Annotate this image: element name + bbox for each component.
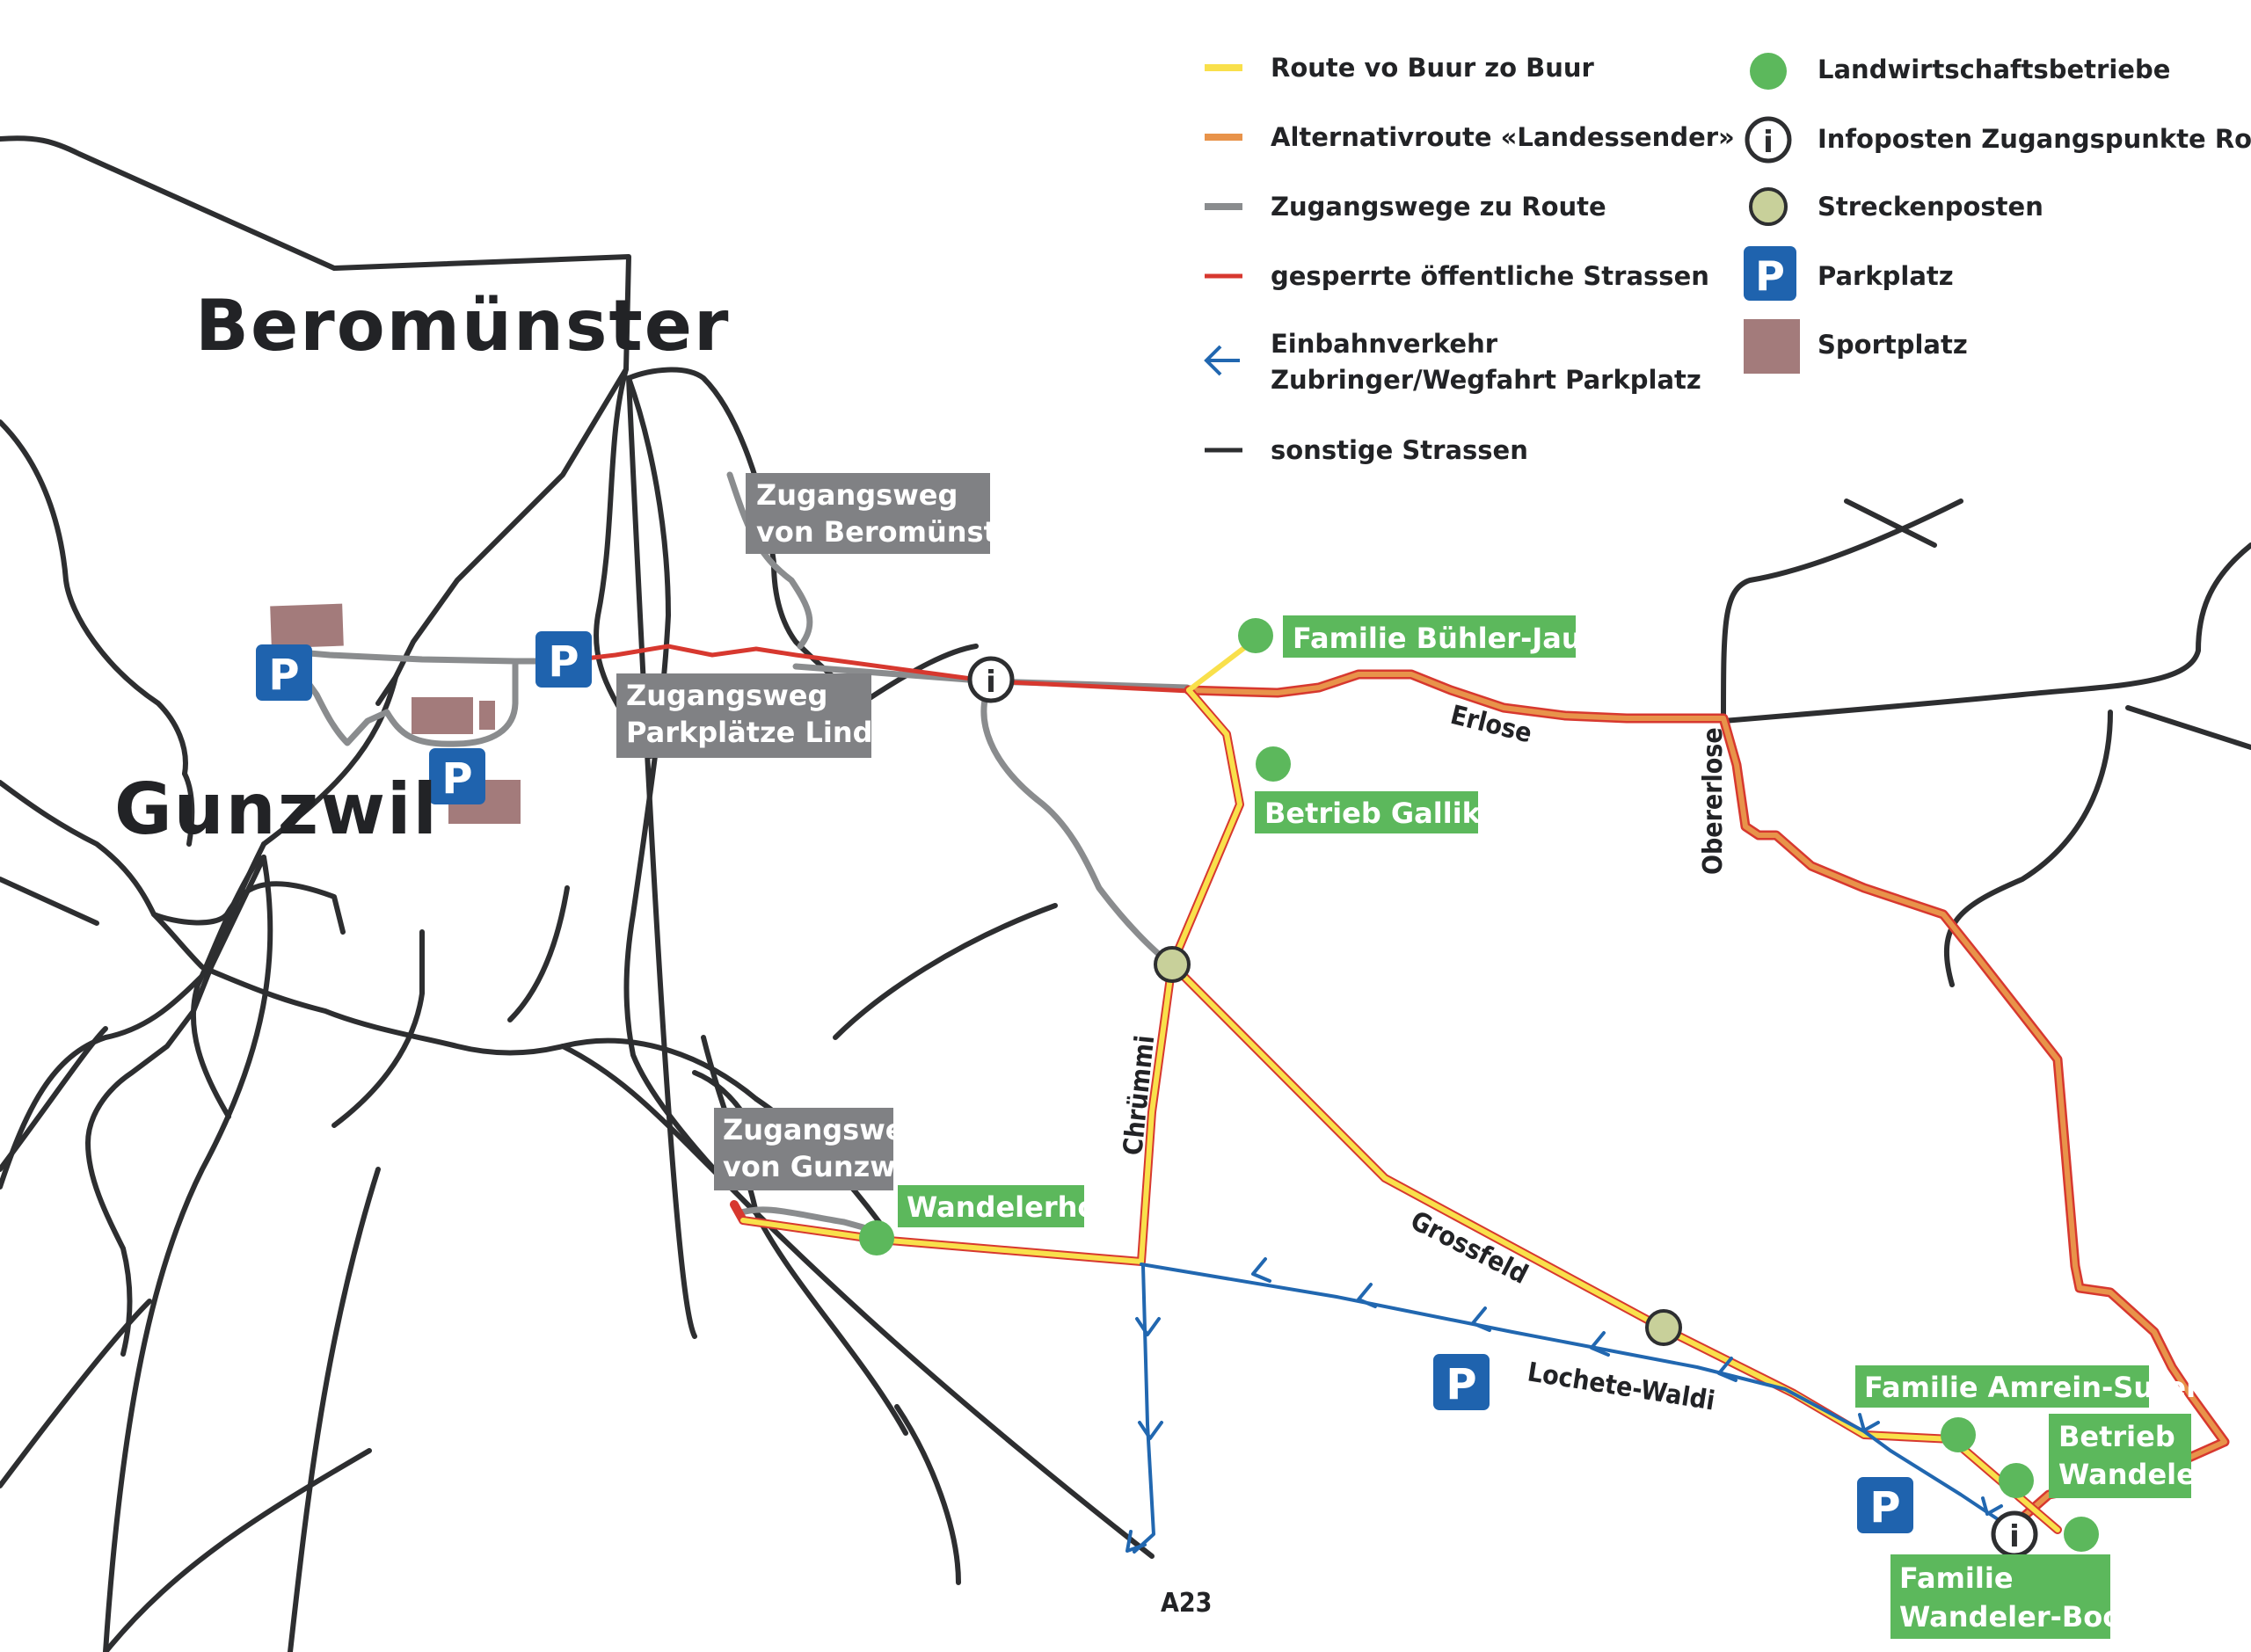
info-posts: i i (967, 656, 2038, 1558)
town-beromuenster: Beromünster (195, 285, 730, 367)
svg-text:Infoposten Zugangspunkte Route: Infoposten Zugangspunkte Route (1818, 124, 2251, 154)
alternative-route (1184, 669, 2230, 1531)
svg-text:Wandeler-Boog: Wandeler-Boog (1899, 1600, 2142, 1634)
svg-text:Wandelerhof: Wandelerhof (907, 1190, 1110, 1224)
farm-wandelerhof-marker (859, 1220, 894, 1255)
info-post-southeast: i (1991, 1510, 2038, 1558)
checkpoint-chruemmi (1154, 946, 1191, 983)
parking-sign-southeast: P (1857, 1477, 1913, 1533)
farm-galliker-marker (1256, 746, 1291, 782)
svg-text:P: P (548, 637, 579, 687)
farm-tag-wandeler-boog: Familie Wandeler-Boog (1890, 1554, 2142, 1639)
legend-item-sports: Sportplatz (1744, 319, 1968, 374)
town-gunzwil: Gunzwil (114, 768, 439, 850)
svg-text:gesperrte öffentliche Strassen: gesperrte öffentliche Strassen (1271, 261, 1709, 291)
parking-sign-gunzwil-south: P (429, 748, 485, 804)
road-label-obererlose: Obererlose (1698, 727, 1729, 875)
svg-text:Wandeler: Wandeler (2058, 1458, 2210, 1491)
parking-signs: P P P P P (256, 631, 1913, 1533)
sports-field-2 (412, 697, 473, 734)
farm-tag-galliker: Betrieb Galliker (1255, 791, 1513, 833)
access-tag-gunzwil: Zugangsweg von Gunzwil (714, 1108, 924, 1190)
svg-text:Familie Bühler-Jauch: Familie Bühler-Jauch (1293, 622, 1618, 655)
parking-icon: P (1755, 252, 1785, 300)
one-way-traffic (1126, 1257, 2003, 1554)
legend-item-other: sonstige Strassen (1205, 435, 1528, 465)
svg-text:Parkplatz: Parkplatz (1818, 261, 1954, 291)
sports-field-1 (270, 603, 344, 649)
legend-item-access: Zugangswege zu Route (1205, 192, 1606, 222)
farm-markers (859, 618, 2099, 1552)
legend-item-alt-route: Alternativroute «Landessender» (1205, 122, 1735, 152)
svg-text:Familie: Familie (1899, 1561, 2014, 1595)
legend-item-oneway: Einbahnverkehr Zubringer/Wegfahrt Parkpl… (1204, 329, 1701, 395)
svg-text:Streckenposten: Streckenposten (1818, 192, 2043, 222)
svg-text:i: i (986, 665, 996, 700)
svg-text:Alternativroute «Landessender»: Alternativroute «Landessender» (1271, 122, 1735, 152)
road-label-chruemmi: Chrümmi (1118, 1034, 1161, 1157)
sports-field-3 (479, 701, 495, 730)
access-tag-beromuenster: Zugangsweg von Beromünster (746, 473, 1031, 554)
svg-text:Einbahnverkehr: Einbahnverkehr (1271, 329, 1498, 359)
info-post-center: i (967, 656, 1015, 703)
closed-roads (560, 644, 1192, 694)
farm-tag-wandeler: Betrieb Wandeler (2049, 1414, 2210, 1498)
svg-text:von Gunzwil: von Gunzwil (723, 1150, 915, 1183)
parking-sign-lochete: P (1433, 1354, 1490, 1410)
other-roads (0, 135, 2251, 1652)
map-legend: Route vo Buur zo Buur Alternativroute «L… (1204, 53, 2251, 465)
svg-text:Betrieb: Betrieb (2058, 1420, 2175, 1453)
legend-item-closed: gesperrte öffentliche Strassen (1205, 261, 1709, 291)
svg-text:Sportplatz: Sportplatz (1818, 330, 1968, 360)
legend-item-route: Route vo Buur zo Buur (1205, 53, 1595, 83)
farm-amrein-suter-marker (1941, 1417, 1976, 1452)
legend-item-checkpoint: Streckenposten (1749, 187, 2043, 226)
farm-tag-buehler-jauch: Familie Bühler-Jauch (1283, 615, 1618, 658)
road-label-a23: A23 (1161, 1588, 1212, 1619)
svg-text:sonstige Strassen: sonstige Strassen (1271, 435, 1528, 465)
farm-buehler-jauch-marker (1238, 618, 1273, 653)
svg-text:Parkplätze Linden: Parkplätze Linden (626, 716, 912, 749)
arrow-left-icon (1204, 345, 1222, 376)
farm-wandeler-boog-marker (2064, 1517, 2099, 1552)
svg-text:Route vo Buur zo Buur: Route vo Buur zo Buur (1271, 53, 1595, 83)
checkpoints (1154, 946, 1682, 1346)
svg-text:Zugangsweg: Zugangsweg (723, 1113, 924, 1146)
checkpoint-grossfeld (1645, 1309, 1682, 1346)
svg-text:P: P (1869, 1483, 1900, 1532)
access-tag-linden: Zugangsweg Parkplätze Linden (616, 673, 912, 758)
svg-text:P: P (268, 651, 299, 700)
legend-item-farms: Landwirtschaftsbetriebe (1750, 53, 2170, 90)
info-icon: i (1763, 125, 1774, 160)
legend-item-parking: P Parkplatz (1744, 246, 1954, 301)
svg-text:Zubringer/Wegfahrt Parkplatz: Zubringer/Wegfahrt Parkplatz (1271, 365, 1701, 395)
svg-text:Familie Amrein-Suter: Familie Amrein-Suter (1864, 1371, 2200, 1404)
svg-text:Zugangsweg: Zugangsweg (626, 679, 827, 712)
parking-sign-gunzwil-west: P (256, 644, 312, 701)
svg-text:Landwirtschaftsbetriebe: Landwirtschaftsbetriebe (1818, 55, 2170, 84)
svg-text:P: P (1446, 1360, 1476, 1409)
svg-text:P: P (441, 754, 472, 804)
parking-sign-linden: P (535, 631, 592, 688)
farm-tag-amrein-suter: Familie Amrein-Suter (1855, 1365, 2200, 1408)
legend-item-info: i Infoposten Zugangspunkte Route (1745, 116, 2251, 164)
svg-text:i: i (2009, 1519, 2020, 1554)
svg-text:Zugangswege zu Route: Zugangswege zu Route (1271, 192, 1606, 222)
svg-text:Betrieb Galliker: Betrieb Galliker (1264, 797, 1513, 830)
farm-tag-wandelerhof: Wandelerhof (898, 1185, 1110, 1227)
svg-text:Zugangsweg: Zugangsweg (756, 478, 958, 512)
svg-text:von Beromünster: von Beromünster (756, 515, 1031, 549)
farm-wandeler-marker (1999, 1463, 2034, 1498)
